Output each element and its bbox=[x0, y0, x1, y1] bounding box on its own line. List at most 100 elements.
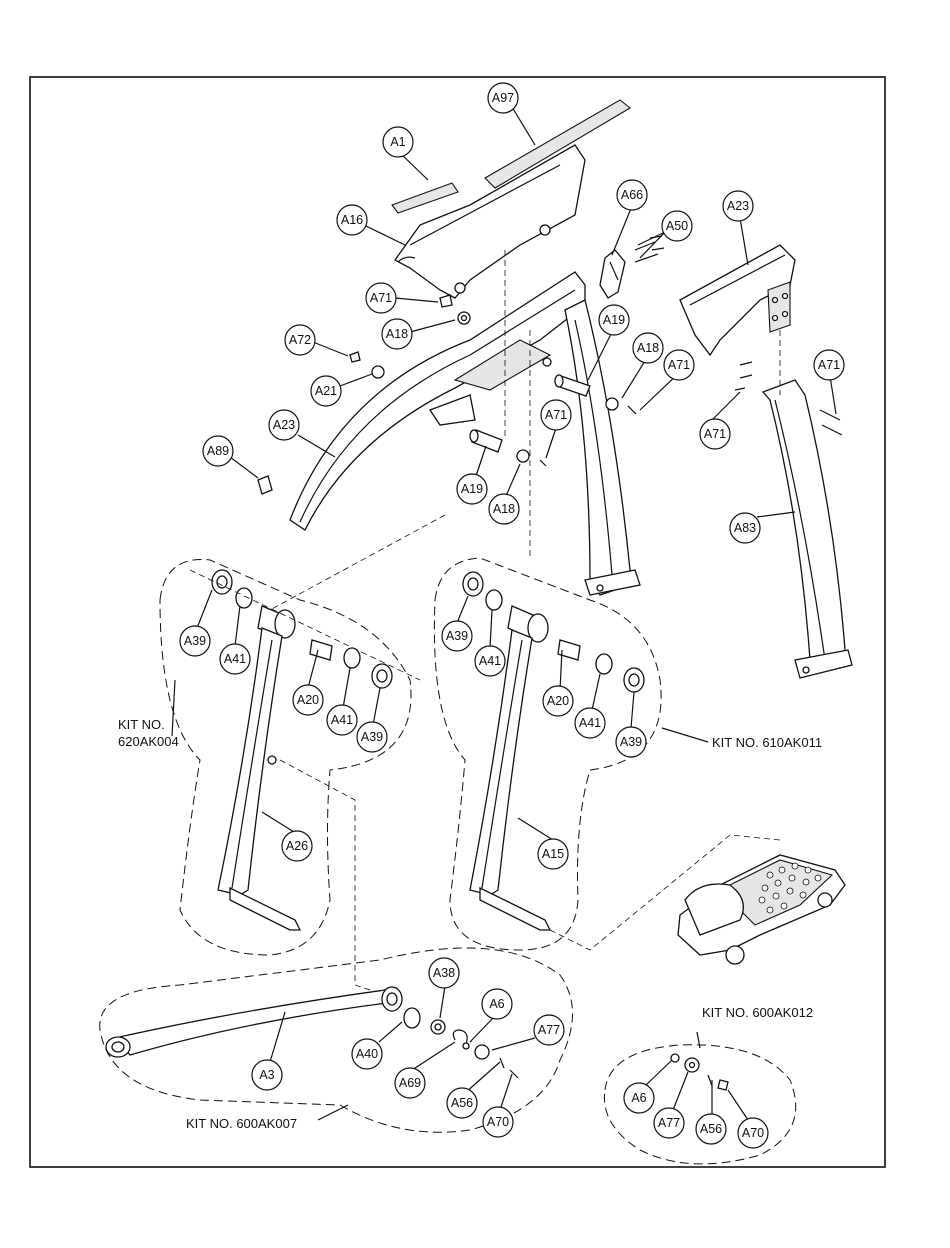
svg-text:A3: A3 bbox=[259, 1068, 274, 1082]
callout-a50: A50 bbox=[662, 211, 692, 241]
callout-a23-top: A23 bbox=[723, 191, 753, 221]
svg-text:A19: A19 bbox=[603, 313, 625, 327]
callout-a6-kit3: A6 bbox=[482, 989, 512, 1019]
svg-text:A50: A50 bbox=[666, 219, 688, 233]
callout-a41-kit2a: A41 bbox=[475, 646, 505, 676]
callout-a41-kit1b: A41 bbox=[327, 705, 357, 735]
callout-a83: A83 bbox=[730, 513, 760, 543]
callout-a39-kit1a: A39 bbox=[180, 626, 210, 656]
callout-a1: A1 bbox=[383, 127, 413, 157]
svg-text:A71: A71 bbox=[704, 427, 726, 441]
svg-text:A15: A15 bbox=[542, 847, 564, 861]
callout-a41-kit2b: A41 bbox=[575, 708, 605, 738]
callout-a39-kit2b: A39 bbox=[616, 727, 646, 757]
svg-text:A18: A18 bbox=[637, 341, 659, 355]
callout-a18-right: A18 bbox=[633, 333, 663, 363]
svg-text:A71: A71 bbox=[545, 408, 567, 422]
svg-text:A39: A39 bbox=[620, 735, 642, 749]
kit-610ak011-parts bbox=[463, 572, 644, 930]
callout-a18-top: A18 bbox=[382, 319, 412, 349]
kit-620ak004-label-line1: KIT NO. bbox=[118, 717, 165, 732]
kit-620ak004-label-line2: 620AK004 bbox=[118, 734, 179, 749]
svg-text:A70: A70 bbox=[487, 1115, 509, 1129]
callout-a38: A38 bbox=[429, 958, 459, 988]
callout-a72: A72 bbox=[285, 325, 315, 355]
svg-text:A40: A40 bbox=[356, 1047, 378, 1061]
svg-text:A38: A38 bbox=[433, 966, 455, 980]
callout-a18-lower: A18 bbox=[489, 494, 519, 524]
callout-a39-kit1b: A39 bbox=[357, 722, 387, 752]
callout-a6-kit4: A6 bbox=[624, 1083, 654, 1113]
svg-text:A16: A16 bbox=[341, 213, 363, 227]
callout-a89: A89 bbox=[203, 436, 233, 466]
svg-text:A41: A41 bbox=[479, 654, 501, 668]
callout-a77-kit4: A77 bbox=[654, 1108, 684, 1138]
svg-text:A23: A23 bbox=[273, 418, 295, 432]
callout-a41-kit1a: A41 bbox=[220, 644, 250, 674]
svg-text:A20: A20 bbox=[297, 693, 319, 707]
callout-a20-kit1: A20 bbox=[293, 685, 323, 715]
svg-text:A66: A66 bbox=[621, 188, 643, 202]
callout-a16: A16 bbox=[337, 205, 367, 235]
callout-a69: A69 bbox=[395, 1068, 425, 1098]
callout-a20-kit2: A20 bbox=[543, 686, 573, 716]
svg-text:A39: A39 bbox=[446, 629, 468, 643]
svg-text:A97: A97 bbox=[492, 91, 514, 105]
svg-text:A26: A26 bbox=[286, 839, 308, 853]
callout-a15: A15 bbox=[538, 839, 568, 869]
svg-text:A71: A71 bbox=[370, 291, 392, 305]
kit-600ak007-parts bbox=[106, 987, 518, 1078]
svg-text:A18: A18 bbox=[493, 502, 515, 516]
callout-a23-left: A23 bbox=[269, 410, 299, 440]
callout-a66: A66 bbox=[617, 180, 647, 210]
callout-a71-right: A71 bbox=[664, 350, 694, 380]
callout-a39-kit2a: A39 bbox=[442, 621, 472, 651]
footplate-assembly bbox=[678, 855, 845, 964]
callout-a26: A26 bbox=[282, 831, 312, 861]
svg-text:A20: A20 bbox=[547, 694, 569, 708]
svg-text:A6: A6 bbox=[489, 997, 504, 1011]
svg-text:A39: A39 bbox=[361, 730, 383, 744]
callout-a77-kit3: A77 bbox=[534, 1015, 564, 1045]
svg-text:A56: A56 bbox=[700, 1122, 722, 1136]
svg-text:A89: A89 bbox=[207, 444, 229, 458]
svg-text:A70: A70 bbox=[742, 1126, 764, 1140]
svg-text:A41: A41 bbox=[224, 652, 246, 666]
callout-a71-top: A71 bbox=[366, 283, 396, 313]
svg-text:A18: A18 bbox=[386, 327, 408, 341]
shroud-assembly bbox=[258, 100, 664, 595]
svg-text:A83: A83 bbox=[734, 521, 756, 535]
svg-text:A77: A77 bbox=[658, 1116, 680, 1130]
svg-text:A41: A41 bbox=[579, 716, 601, 730]
callout-a70-kit4: A70 bbox=[738, 1118, 768, 1148]
svg-text:A71: A71 bbox=[818, 358, 840, 372]
svg-text:A71: A71 bbox=[668, 358, 690, 372]
svg-text:A6: A6 bbox=[631, 1091, 646, 1105]
svg-text:A1: A1 bbox=[390, 135, 405, 149]
rear-leg-assembly bbox=[680, 245, 852, 678]
callout-a71-far: A71 bbox=[814, 350, 844, 380]
callout-a19-lower: A19 bbox=[457, 474, 487, 504]
svg-text:A19: A19 bbox=[461, 482, 483, 496]
callout-a56-kit4: A56 bbox=[696, 1114, 726, 1144]
svg-text:A21: A21 bbox=[315, 384, 337, 398]
svg-text:A41: A41 bbox=[331, 713, 353, 727]
svg-text:A39: A39 bbox=[184, 634, 206, 648]
svg-text:A69: A69 bbox=[399, 1076, 421, 1090]
callout-a21: A21 bbox=[311, 376, 341, 406]
svg-text:A23: A23 bbox=[727, 199, 749, 213]
callout-a71-far2: A71 bbox=[700, 419, 730, 449]
callout-a56-kit3: A56 bbox=[447, 1088, 477, 1118]
kit-600ak012-parts bbox=[671, 1054, 728, 1090]
svg-text:A56: A56 bbox=[451, 1096, 473, 1110]
callout-a19-right: A19 bbox=[599, 305, 629, 335]
callout-a3: A3 bbox=[252, 1060, 282, 1090]
callout-a70-kit3: A70 bbox=[483, 1107, 513, 1137]
callout-a71-mid: A71 bbox=[541, 400, 571, 430]
kit-610ak011-label: KIT NO. 610AK011 bbox=[712, 735, 822, 750]
callout-a40: A40 bbox=[352, 1039, 382, 1069]
callout-a97: A97 bbox=[488, 83, 518, 113]
kit-600ak012-label: KIT NO. 600AK012 bbox=[702, 1005, 813, 1020]
svg-text:A77: A77 bbox=[538, 1023, 560, 1037]
